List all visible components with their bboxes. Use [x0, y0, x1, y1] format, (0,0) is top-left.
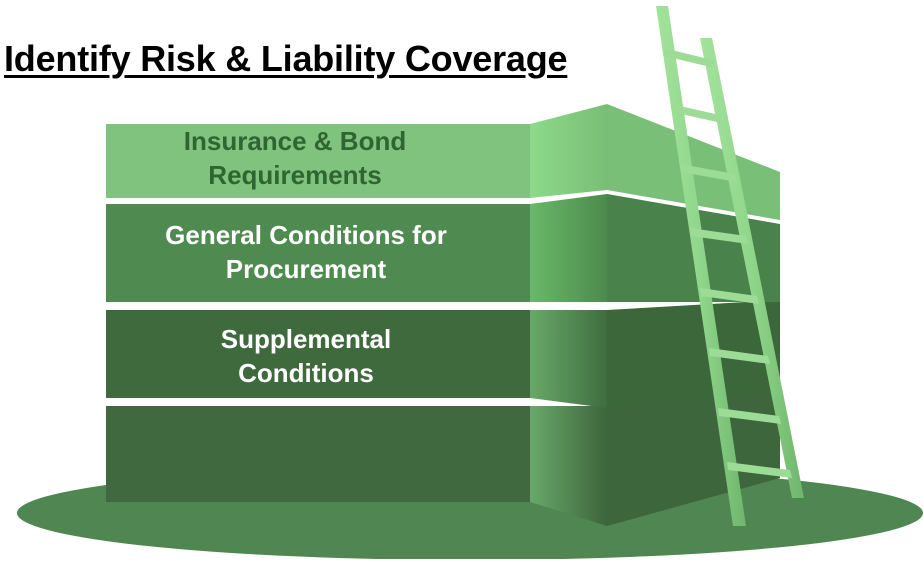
block-label-line: Conditions [238, 358, 374, 388]
block-label-general-conditions: General Conditions for Procurement [110, 218, 502, 286]
block-label-insurance: Insurance & Bond Requirements [120, 124, 470, 192]
block-label-line: General Conditions for [165, 220, 447, 250]
block-base [106, 385, 780, 526]
block-label-supplemental: Supplemental Conditions [110, 322, 502, 390]
block-label-line: Procurement [225, 254, 387, 284]
block-label-line: Supplemental [220, 324, 392, 354]
ladder [656, 6, 804, 526]
block-label-line: Insurance & Bond [183, 126, 407, 156]
page-title: Identify Risk & Liability Coverage [4, 38, 568, 79]
block-supplemental [106, 300, 780, 408]
block-label-line: Requirements [208, 160, 382, 190]
